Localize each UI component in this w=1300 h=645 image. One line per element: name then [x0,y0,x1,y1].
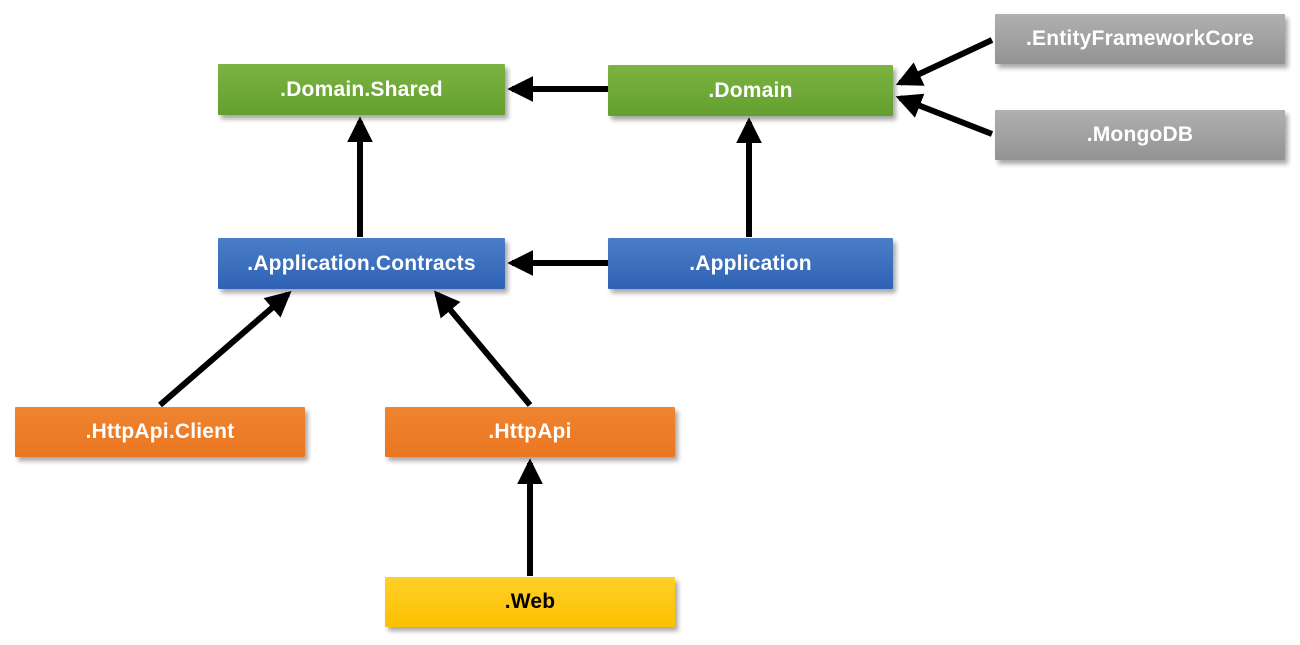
node-label: .HttpApi.Client [85,420,235,443]
node-httpapi[interactable]: .HttpApi [385,407,675,457]
node-label: .Domain.Shared [280,77,443,101]
node-application[interactable]: .Application [608,238,893,289]
node-label: .HttpApi [488,420,572,443]
node-entityframeworkcore[interactable]: .EntityFrameworkCore [995,14,1285,64]
arrow-mongodb-to-domain [895,93,994,137]
node-label: .MongoDB [1086,123,1194,146]
node-mongodb[interactable]: .MongoDB [995,110,1285,160]
arrow-entityframeworkcore-to-domain [895,37,994,86]
node-domain[interactable]: .Domain [608,65,893,116]
node-domain-shared[interactable]: .Domain.Shared [218,64,505,115]
node-label: .Application.Contracts [247,251,476,275]
node-application-contracts[interactable]: .Application.Contracts [218,238,505,289]
node-httpapi-client[interactable]: .HttpApi.Client [15,407,305,457]
node-label: .Application [689,251,812,275]
node-label: .Web [504,590,556,613]
node-label: .EntityFrameworkCore [1025,27,1255,50]
arrow-httpapi-to-application-contracts [434,290,533,407]
arrow-httpapi-client-to-application-contracts [158,290,292,408]
node-label: .Domain [708,78,793,102]
node-web[interactable]: .Web [385,577,675,627]
